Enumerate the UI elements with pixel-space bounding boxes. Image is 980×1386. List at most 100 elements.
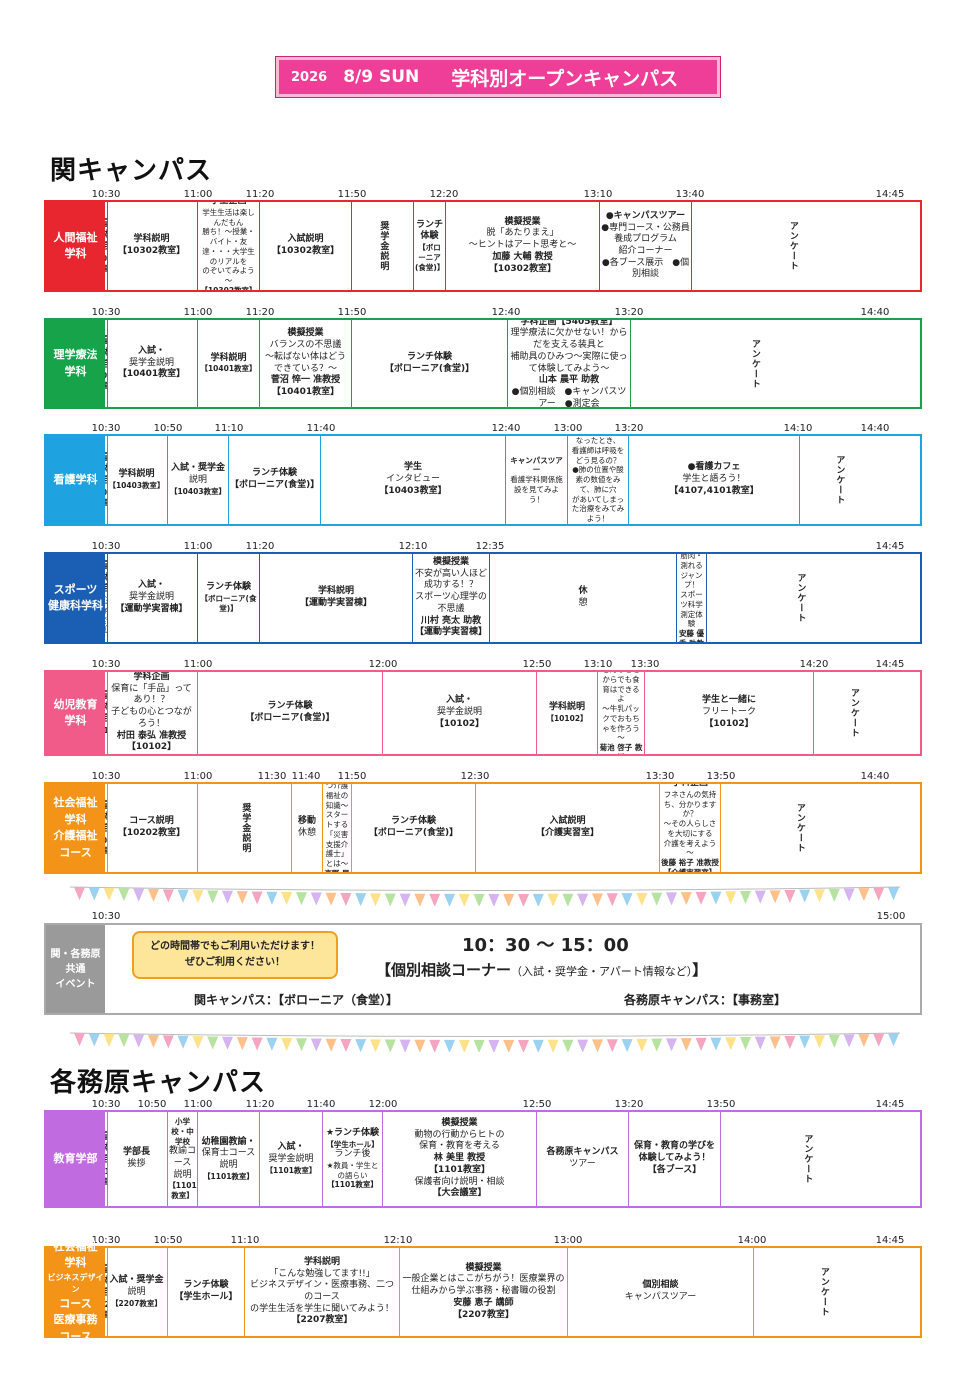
bunting-flag	[518, 1039, 529, 1052]
bunting-flag	[636, 1038, 648, 1052]
session-cell: 全体会【10102】	[105, 672, 108, 754]
session-text: 学科説明	[133, 234, 170, 245]
session-cell: 入試説明【10302教室】	[260, 202, 352, 290]
bunting-flag	[429, 1039, 441, 1052]
bunting-flag	[458, 1039, 470, 1052]
session-text: 教諭コース	[169, 1146, 197, 1169]
session-text: 学科企画	[672, 784, 708, 790]
session-text: ランチ後	[334, 1149, 371, 1160]
bunting-flag	[725, 1037, 737, 1051]
bunting-flag	[606, 1039, 618, 1052]
department-row-r6: 社会福祉学科介護福祉コース全体会【10202教室】コース説明【10202教室】奨…	[44, 782, 922, 874]
session-text: ★教員・学生との語らい	[326, 1160, 379, 1180]
session-text: 挨拶	[127, 1159, 146, 1169]
bunting-flag	[251, 891, 263, 905]
session-text: 説明	[188, 475, 207, 486]
bunting-flag	[340, 892, 352, 906]
session-text: ～ヒントはアート思考と～	[468, 240, 577, 251]
session-cell: ランチ体験【ボローニア(食堂)】	[352, 320, 508, 407]
bunting-flag	[281, 892, 293, 906]
time-tick: 12:20	[429, 189, 459, 200]
bunting-flag	[88, 1033, 100, 1047]
session-text: 学科説明	[303, 1256, 340, 1267]
session-text: 仕組みから学ぶ事務・秘書職の役割	[411, 1286, 556, 1297]
time-tick: 12:10	[383, 1235, 413, 1246]
vertical-session-cell: アンケート	[800, 436, 877, 524]
session-text: 全体会	[105, 1265, 107, 1300]
session-text: ●看護カフェ	[687, 462, 741, 473]
session-text: 学科説明	[317, 586, 354, 597]
session-cell: ランチ体験【ボローニア(食堂)】	[229, 436, 321, 524]
session-text: フネさんの気持ち、分かりますか？	[663, 789, 717, 819]
seki-consultation-place: 関キャンパス：【ボローニア（食堂）】	[194, 993, 399, 1007]
session-cell: ●キャンパスツアー●専門コース・公務員養成プログラム紹介コーナー●各ブース展示 …	[600, 202, 692, 290]
common-start-time: 10:30	[91, 911, 121, 922]
session-text: 【4107,4101教室】	[669, 485, 759, 496]
session-text: ランチ体験	[415, 219, 443, 242]
session-text: 模擬授業	[465, 1262, 502, 1273]
session-text: アンケート	[787, 221, 798, 271]
bunting-flag	[148, 889, 159, 903]
session-text: 保育・教育を考える	[419, 1141, 500, 1152]
session-text: ★ランチ体験	[325, 1127, 380, 1138]
bunting-flag	[162, 889, 174, 903]
time-tick: 14:40	[860, 423, 890, 434]
bunting-flag	[577, 893, 589, 906]
session-text: 【10102】	[434, 718, 485, 729]
department-label-line: 社会福祉	[53, 1239, 98, 1253]
session-text: 学科説明	[210, 352, 247, 363]
session-text: 学生生活は楽しんだもん	[202, 207, 255, 227]
session-text: 各務原キャンパス	[546, 1147, 619, 1158]
banner-year: 2026	[291, 69, 328, 85]
time-tick: 14:45	[875, 189, 905, 200]
session-cell: 学生インタビュー【10403教室】	[321, 436, 506, 524]
bunting-flag	[710, 891, 722, 905]
time-tick: 13:20	[614, 423, 644, 434]
session-text: 【10403教室】	[105, 488, 107, 508]
department-label-line: 医療事務	[53, 1313, 98, 1327]
department-label: 教育学部	[46, 1112, 105, 1206]
bunting-flag	[177, 889, 189, 903]
session-text: ～牛乳パックでおもちゃを作ろう～	[602, 704, 640, 743]
session-cell: 模擬授業一般企業とはここがちがう！医療業界の仕組みから学ぶ事務・秘書職の役割安藤…	[400, 1248, 568, 1336]
session-text: 全体会	[105, 1132, 107, 1167]
bunting-flag	[814, 1035, 825, 1049]
session-text: 子どもの心とつながろう！	[111, 707, 192, 729]
time-tick: 12:10	[398, 541, 428, 552]
time-tick: 13:50	[706, 771, 736, 782]
department-row-r5: 幼児教育学科全体会【10102】学科企画保育に「手品」ってあり！？子どもの心とつ…	[44, 670, 922, 756]
bunting-flag	[873, 887, 885, 901]
bunting-flag	[666, 1038, 677, 1052]
bunting-flag	[236, 1037, 248, 1051]
bunting-string	[70, 886, 900, 891]
bunting-flag	[873, 1033, 885, 1047]
session-text: 村田 泰弘 准教授	[116, 730, 187, 741]
time-tick: 11:40	[306, 1099, 336, 1110]
session-cell: 入試・奨学金説明【2207教室】	[106, 1248, 168, 1336]
bunting-flag	[325, 1038, 337, 1052]
bunting-flag	[399, 893, 411, 906]
session-text: 【2207教室】	[452, 1309, 515, 1320]
session-text: ●専門コース・公務員養成プログラム	[601, 222, 690, 245]
time-tick: 11:30	[257, 771, 287, 782]
department-label-line: コース	[59, 1296, 92, 1310]
session-cell: 幼稚園教諭・保育士コース説明【1101教室】	[198, 1112, 260, 1206]
session-text: 看護学科関係施	[510, 475, 563, 485]
vertical-session-cell: 奨学金説明	[198, 784, 292, 872]
session-text: 理学療法に欠かせない！からだを支える装具と	[510, 328, 628, 351]
time-tick: 12:30	[460, 771, 490, 782]
session-text: 介護を考えよう～	[663, 838, 717, 858]
session-cell: ランチ体験【ボローニア(食堂)】	[198, 672, 383, 754]
department-label: 看護学科	[46, 436, 105, 524]
session-text: ●各ブース展示 ●個別相談	[601, 257, 690, 280]
department-label-line: 社会福祉	[53, 796, 98, 809]
bunting-flag	[532, 1039, 544, 1052]
time-tick: 13:30	[645, 771, 675, 782]
session-text: 憩	[578, 598, 588, 608]
session-cell: 保育・教育の学びを体験してみよう！【各ブース】	[629, 1112, 721, 1206]
session-text: 不安が高い人ほど成功する！？	[414, 568, 487, 591]
session-text: ●キャンパスツアー	[605, 210, 686, 221]
department-label-line: 看護学科	[53, 472, 98, 486]
bunting-flag	[562, 893, 574, 906]
bunting-flag	[296, 1038, 307, 1052]
